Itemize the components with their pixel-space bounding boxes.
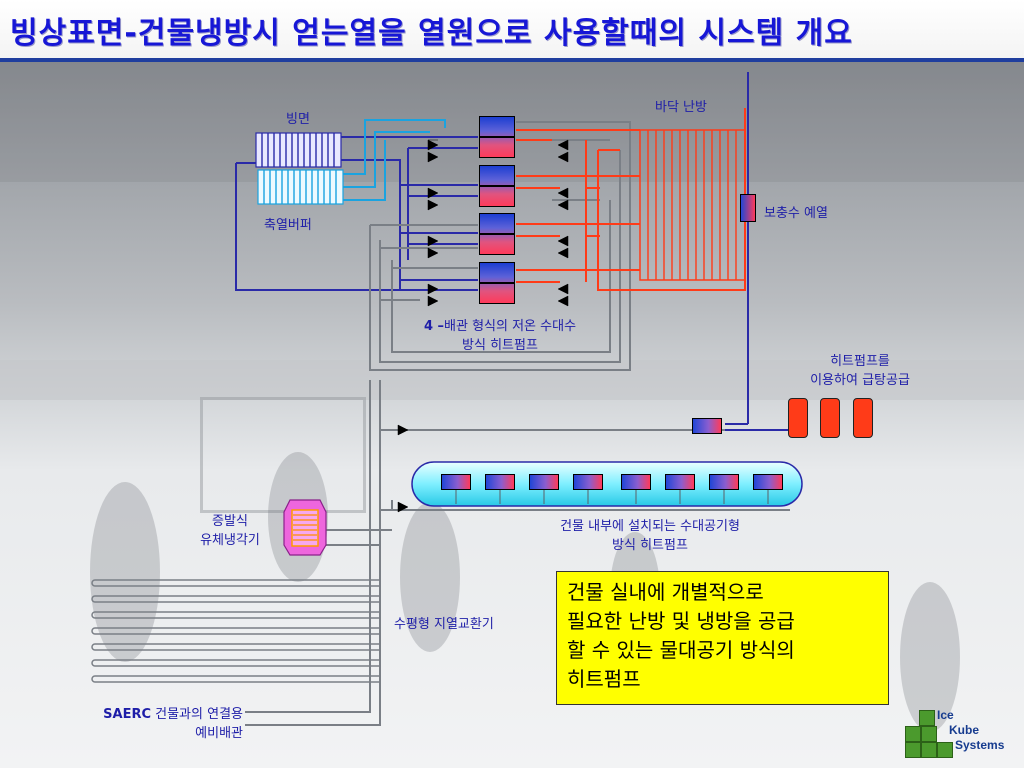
hot-water-tank <box>853 398 873 438</box>
storage-buffer-coil <box>257 169 344 205</box>
label-storage-buffer: 축열버퍼 <box>264 218 312 233</box>
slide-title: 빙상표면-건물냉방시 얻는열을 열원으로 사용할때의 시스템 개요 <box>10 16 853 51</box>
hotwater-line1: 히트펌프를 <box>830 354 890 369</box>
indoor-heatpump-unit <box>529 474 559 490</box>
makeup-water-line <box>725 72 790 431</box>
auxiliary-piping <box>245 121 790 726</box>
evap-line2: 유체냉각기 <box>200 533 260 548</box>
indoor-hp-line2: 방식 히트펌프 <box>612 538 688 553</box>
label-floor-heating: 바닥 난방 <box>655 100 707 115</box>
note-line2: 필요한 난방 및 냉방을 공급 <box>567 609 795 633</box>
buffer-piping <box>343 119 446 201</box>
label-makeup-preheat: 보충수 예열 <box>764 206 828 221</box>
indoor-heatpump-unit <box>621 474 651 490</box>
heatpump-unit <box>479 165 515 207</box>
logo-cube-icon <box>905 726 921 742</box>
heatpump-title-line2: 방식 히트펌프 <box>462 338 538 353</box>
evap-line1: 증발식 <box>212 514 248 529</box>
saerc-rest: 건물과의 연결용 <box>151 707 243 722</box>
logo-text-systems: Systems <box>955 738 1005 752</box>
label-saerc: SAERC 건물과의 연결용 예비배관 <box>57 703 243 741</box>
logo-cube-icon <box>921 726 937 742</box>
title-divider <box>0 58 1024 62</box>
floor-heating-coil <box>639 129 746 281</box>
logo-text-ice: Ice <box>937 708 954 722</box>
indoor-heatpump-unit <box>441 474 471 490</box>
note-line1: 건물 실내에 개별적으로 <box>567 580 764 604</box>
saerc-prefix: SAERC <box>103 707 151 722</box>
indoor-heatpump-unit <box>709 474 739 490</box>
indoor-heatpump-connections <box>455 490 769 504</box>
heatpump-title-prefix: 4 – <box>423 319 445 334</box>
indoor-heatpump-unit <box>573 474 603 490</box>
goal-net <box>200 397 366 513</box>
makeup-preheat-exchanger <box>740 194 756 222</box>
hot-water-tank <box>788 398 808 438</box>
indoor-heatpump-unit <box>753 474 783 490</box>
indoor-hp-line1: 건물 내부에 설치되는 수대공기형 <box>560 519 740 534</box>
indoor-heatpump-unit <box>485 474 515 490</box>
heatpump-unit <box>479 262 515 304</box>
label-ground-hx: 수평형 지열교환기 <box>394 617 494 632</box>
indoor-heatpump-loop <box>411 461 803 507</box>
label-indoor-heatpump: 건물 내부에 설치되는 수대공기형 방식 히트펌프 <box>510 515 790 553</box>
logo-cube-icon <box>921 742 937 758</box>
label-ice-surface: 빙면 <box>286 112 310 127</box>
label-evaporative-cooler: 증발식 유체냉각기 <box>180 510 280 548</box>
heatpump-unit <box>479 116 515 158</box>
hotwater-heatpump <box>692 418 722 434</box>
hotwater-line2: 이용하여 급탕공급 <box>810 373 910 388</box>
heatpump-unit <box>479 213 515 255</box>
note-box: 건물 실내에 개별적으로 필요한 난방 및 냉방을 공급 할 수 있는 물대공기… <box>556 571 889 705</box>
logo-cube-icon <box>937 742 953 758</box>
saerc-line2: 예비배관 <box>195 726 243 741</box>
icekube-logo: Ice Kube Systems <box>905 706 1017 758</box>
player-silhouette <box>900 582 960 732</box>
player-silhouette <box>400 502 460 652</box>
logo-cube-icon <box>919 710 935 726</box>
heatpump-title-rest: 배관 형식의 저온 수대수 <box>444 319 577 334</box>
pump-valves <box>397 139 569 513</box>
logo-cube-icon <box>905 742 921 758</box>
label-hotwater: 히트펌프를 이용하여 급탕공급 <box>785 350 935 388</box>
title-bar: 빙상표면-건물냉방시 얻는열을 열원으로 사용할때의 시스템 개요 <box>0 0 1024 58</box>
note-line3: 할 수 있는 물대공기 방식의 <box>567 638 795 662</box>
indoor-heatpump-unit <box>665 474 695 490</box>
hot-water-tank <box>820 398 840 438</box>
logo-text-kube: Kube <box>949 723 979 737</box>
label-heatpump-title: 4 –배관 형식의 저온 수대수 방식 히트펌프 <box>390 315 610 353</box>
note-line4: 히트펌프 <box>567 667 641 691</box>
ice-surface-coil <box>255 132 342 168</box>
cold-side-piping <box>235 136 478 291</box>
ground-heat-exchanger <box>91 579 380 683</box>
evaporative-fluid-cooler <box>283 499 327 556</box>
player-silhouette <box>90 482 160 662</box>
rink-board <box>0 360 1024 400</box>
